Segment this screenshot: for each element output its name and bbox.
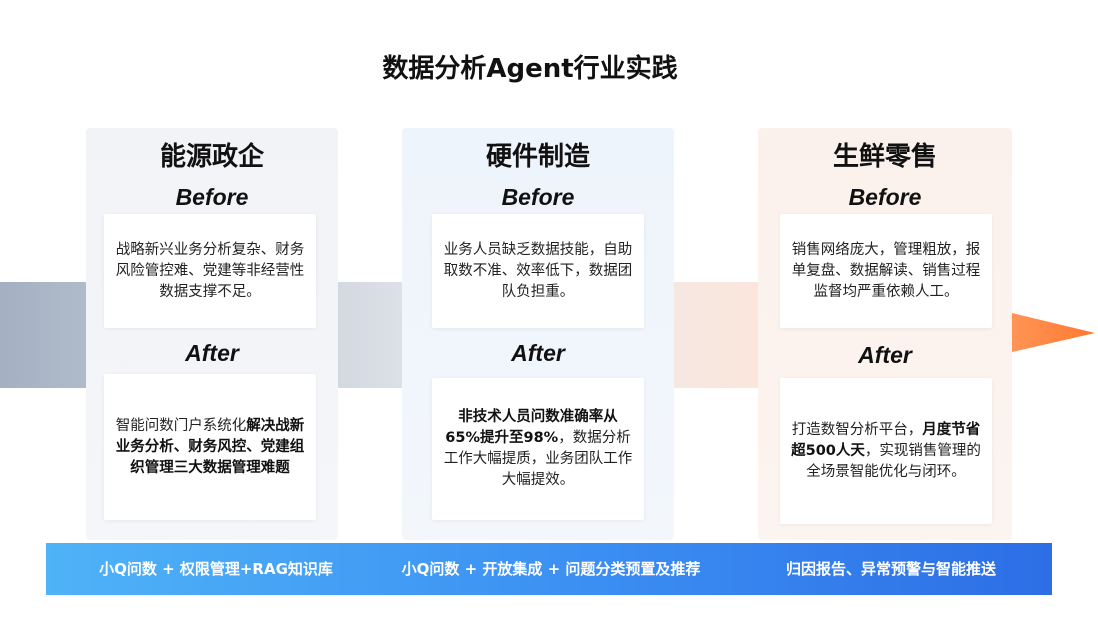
- after-card: 智能问数门户系统化解决战新业务分析、财务风控、党建组织管理三大数据管理难题: [104, 374, 316, 520]
- before-tag: Before: [848, 184, 922, 210]
- industry-column-energy: 能源政企 Before 战略新兴业务分析复杂、财务风险管控难、党建等非经营性数据…: [86, 128, 338, 540]
- industry-column-fresh-retail: 生鲜零售 Before 销售网络庞大，管理粗放，报单复盘、数据解读、销售过程监督…: [758, 128, 1012, 540]
- before-tag: Before: [175, 184, 249, 210]
- before-tag: Before: [501, 184, 575, 210]
- after-text: 智能问数门户系统化解决战新业务分析、财务风控、党建组织管理三大数据管理难题: [115, 417, 305, 476]
- column-title: 能源政企: [159, 142, 264, 172]
- before-text: 销售网络庞大，管理粗放，报单复盘、数据解读、销售过程监督均严重依赖人工。: [791, 241, 981, 300]
- after-card: 非技术人员问数准确率从65%提升至98%，数据分析工作大幅提质，业务团队工作大幅…: [432, 378, 644, 520]
- after-tag: After: [511, 340, 565, 366]
- before-card: 业务人员缺乏数据技能，自助取数不准、效率低下，数据团队负担重。: [432, 214, 644, 328]
- capability-energy: 小Q问数 + 权限管理+RAG知识库: [99, 560, 333, 578]
- before-card: 销售网络庞大，管理粗放，报单复盘、数据解读、销售过程监督均严重依赖人工。: [780, 214, 992, 328]
- before-text: 战略新兴业务分析复杂、财务风险管控难、党建等非经营性数据支撑不足。: [115, 241, 305, 300]
- after-text: 打造数智分析平台，月度节省超500人天，实现销售管理的全场景智能优化与闭环。: [791, 421, 981, 480]
- column-title: 硬件制造: [485, 142, 590, 172]
- column-title: 生鲜零售: [832, 142, 937, 172]
- capability-fresh-retail: 归因报告、异常预警与智能推送: [785, 560, 996, 578]
- capability-bar: 小Q问数 + 权限管理+RAG知识库 小Q问数 + 开放集成 + 问题分类预置及…: [46, 543, 1052, 595]
- after-tag: After: [858, 342, 912, 368]
- after-text: 非技术人员问数准确率从65%提升至98%，数据分析工作大幅提质，业务团队工作大幅…: [443, 409, 633, 488]
- after-card: 打造数智分析平台，月度节省超500人天，实现销售管理的全场景智能优化与闭环。: [780, 378, 992, 524]
- before-card: 战略新兴业务分析复杂、财务风险管控难、党建等非经营性数据支撑不足。: [104, 214, 316, 328]
- before-text: 业务人员缺乏数据技能，自助取数不准、效率低下，数据团队负担重。: [443, 241, 633, 300]
- capability-hardware: 小Q问数 + 开放集成 + 问题分类预置及推荐: [401, 560, 701, 578]
- industry-column-hardware: 硬件制造 Before 业务人员缺乏数据技能，自助取数不准、效率低下，数据团队负…: [402, 128, 674, 540]
- after-tag: After: [185, 340, 239, 366]
- page-title: 数据分析Agent行业实践: [382, 54, 678, 84]
